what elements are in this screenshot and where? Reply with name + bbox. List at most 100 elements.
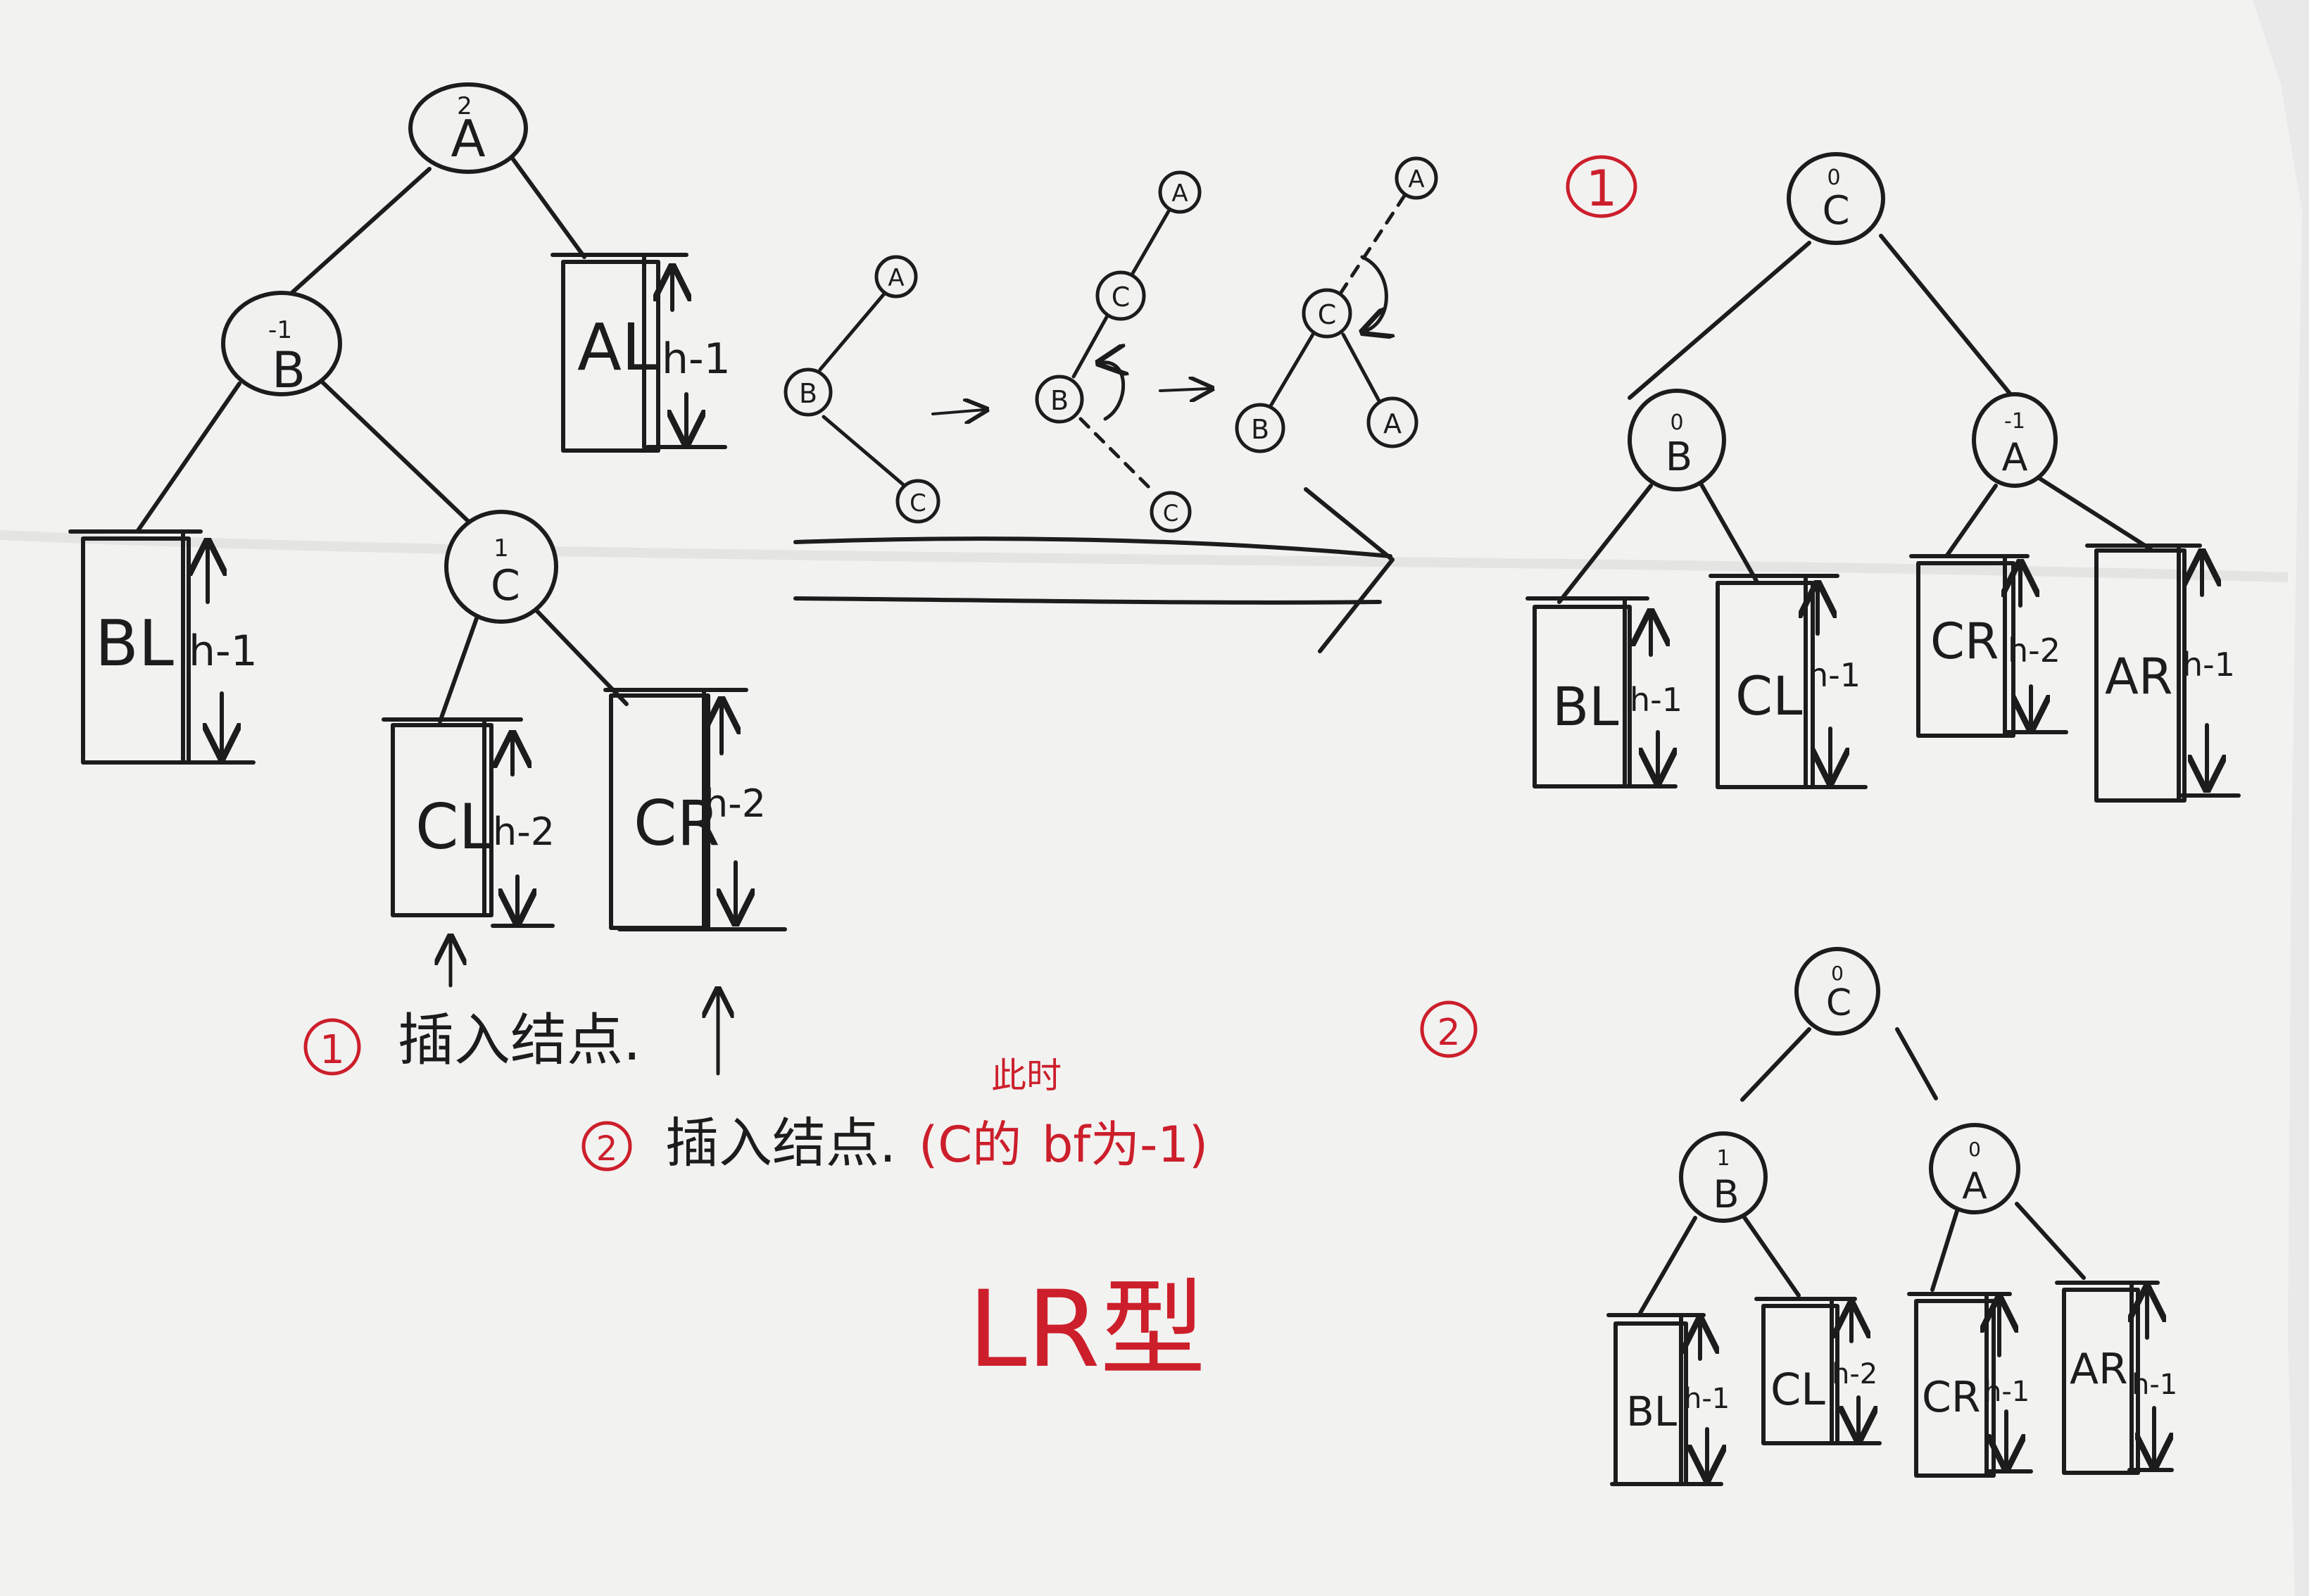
node-label: B: [1666, 434, 1692, 480]
case-marker-two: 2: [1420, 1000, 1478, 1058]
case-marker-one: 1: [1566, 155, 1637, 218]
balance-factor: 0: [1968, 1138, 1981, 1161]
svg-text:2: 2: [1437, 1012, 1460, 1054]
subtree-al-before: AL h-1: [550, 253, 731, 453]
svg-text:C: C: [910, 489, 926, 517]
balance-factor: -1: [2004, 409, 2025, 434]
subtree-height: h-1: [1684, 1383, 1730, 1415]
before-tree: A 2 B -1 C 1 AL h-1: [68, 82, 787, 1076]
subtree-label: AR: [2105, 648, 2173, 705]
rotation-step-2: A C B C: [1035, 170, 1202, 533]
node-a-after2: A 0: [1929, 1123, 2020, 1214]
subtree-label: CR: [1930, 612, 1999, 670]
subtree-label: CR: [1922, 1373, 1981, 1422]
case-marker: 2: [596, 1129, 618, 1169]
node-label: C: [1826, 982, 1851, 1024]
insert-note-paren: (C的: [919, 1116, 1021, 1174]
subtree-cl-before: CL h-2: [382, 717, 555, 928]
svg-text:B: B: [1251, 414, 1269, 445]
transform-arrow: [793, 487, 1395, 653]
node-b-after2: B 1: [1679, 1131, 1768, 1223]
node-a-after1: A -1: [1972, 392, 2058, 488]
subtree-height: h-2: [1832, 1358, 1877, 1390]
after-tree-case2: C 0 B 1 A 0 BL h-1: [1606, 947, 2177, 1486]
node-c-before: C 1: [444, 510, 558, 624]
subtree-bl-after2: BL h-1: [1606, 1313, 1730, 1486]
svg-text:C: C: [1318, 299, 1337, 330]
node-c-after2: C 0: [1794, 947, 1880, 1036]
subtree-height: h-2: [704, 781, 766, 826]
step-arrow: [1159, 389, 1209, 391]
subtree-height: h-1: [662, 334, 731, 384]
svg-text:A: A: [888, 264, 904, 292]
insert-note-case2: 2 插入结点. (C的 bf为-1) 此时: [581, 1055, 1208, 1174]
node-label: C: [1822, 188, 1849, 234]
svg-text:B: B: [1050, 385, 1069, 416]
subtree-label: AR: [2070, 1345, 2128, 1394]
case-marker: 1: [320, 1027, 345, 1073]
node-a-before: A 2: [408, 82, 528, 174]
subtree-label: BL: [1552, 675, 1618, 738]
balance-factor: 0: [1831, 962, 1844, 985]
node-b-before: B -1: [221, 291, 342, 399]
node-label: A: [2002, 435, 2028, 479]
node-label: A: [451, 109, 485, 168]
subtree-label: BL: [95, 607, 174, 681]
after-tree-case1: C 0 B 0 A -1 BL h-1: [1525, 152, 2241, 803]
svg-text:B: B: [799, 378, 817, 409]
node-label: B: [272, 341, 306, 399]
subtree-height: h-1: [1630, 681, 1682, 719]
svg-text:C: C: [1163, 500, 1178, 527]
balance-factor: 0: [1827, 165, 1840, 190]
subtree-cl-after1: CL h-1: [1709, 574, 1868, 789]
svg-text:A: A: [1171, 180, 1188, 208]
subtree-label: CL: [415, 791, 493, 863]
insert-note-text: 插入结点.: [398, 1007, 641, 1073]
svg-text:A: A: [1383, 408, 1402, 439]
fold-crease: [0, 530, 2289, 582]
subtree-height: h-1: [2132, 1369, 2177, 1401]
subtree-height: h-1: [1808, 656, 1861, 694]
insert-note-above: 此时: [991, 1055, 1062, 1096]
insert-note-bf: bf为-1): [1042, 1116, 1208, 1174]
node-c-after1: C 0: [1787, 152, 1885, 245]
node-label: A: [1962, 1165, 1987, 1207]
balance-factor: 1: [493, 534, 509, 563]
subtree-height: h-1: [2182, 646, 2235, 684]
node-label: C: [491, 561, 520, 610]
rotation-step-1: A B C: [784, 255, 940, 524]
node-label: B: [1713, 1172, 1739, 1217]
subtree-height: h-1: [189, 627, 258, 676]
subtree-label: CR: [634, 787, 720, 860]
subtree-cr-before: CR h-2: [603, 688, 787, 931]
subtree-height: h-2: [493, 810, 555, 854]
balance-factor: 2: [457, 92, 472, 120]
subtree-ar-after2: AR h-1: [2055, 1281, 2177, 1475]
node-b-after1: B 0: [1628, 389, 1726, 491]
balance-factor: 0: [1670, 410, 1683, 435]
step-arrow: [931, 410, 984, 414]
subtree-bl-before: BL h-1: [68, 529, 258, 765]
type-label: LR型: [968, 1269, 1206, 1391]
svg-text:C: C: [1112, 282, 1131, 313]
subtree-label: BL: [1626, 1388, 1677, 1435]
svg-text:1: 1: [1586, 160, 1618, 218]
subtree-label: CL: [1735, 665, 1802, 727]
subtree-height: h-2: [2008, 632, 2061, 670]
rotation-process: A B C A C B C: [784, 156, 1438, 653]
subtree-label: CL: [1770, 1364, 1825, 1415]
subtree-cr-after2: CR h-1: [1907, 1292, 2033, 1478]
insert-note-case1: 1 插入结点.: [303, 1007, 641, 1076]
subtree-label: AL: [577, 310, 658, 385]
insert-note-text: 插入结点.: [665, 1112, 896, 1174]
subtree-height: h-1: [1984, 1376, 2030, 1408]
subtree-cl-after2: CL h-2: [1754, 1297, 1882, 1445]
svg-text:A: A: [1408, 165, 1424, 194]
subtree-bl-after1: BL h-1: [1525, 596, 1682, 788]
balance-factor: -1: [268, 316, 292, 344]
subtree-ar-after1: AR h-1: [2085, 543, 2241, 803]
balance-factor: 1: [1716, 1146, 1730, 1171]
subtree-cr-after1: CR h-2: [1909, 554, 2068, 738]
rotation-step-3: A C B A: [1235, 156, 1438, 453]
